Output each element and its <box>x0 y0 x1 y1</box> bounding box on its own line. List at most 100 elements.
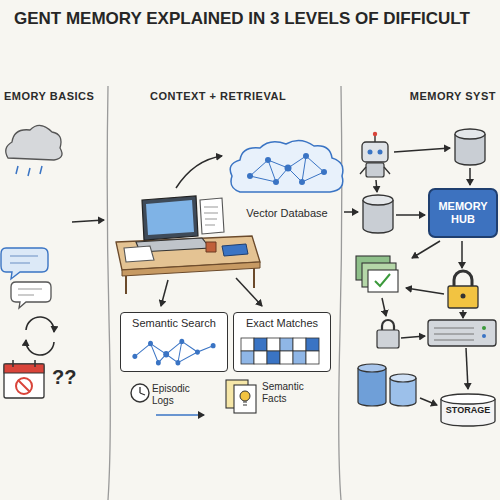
fact-cards <box>226 380 256 413</box>
storage-cylinders <box>358 364 386 372</box>
laptop <box>136 196 210 252</box>
flow-arrow <box>72 220 104 222</box>
search-network <box>132 354 137 359</box>
cloud-outline <box>230 140 343 192</box>
calendar-icon <box>4 364 44 373</box>
exact-matches-box: Exact Matches <box>233 312 331 372</box>
clock-icon <box>131 384 149 402</box>
database-cylinder <box>455 129 485 139</box>
cloud-outline <box>247 153 327 185</box>
flow-arrow <box>382 298 386 316</box>
padlock-icon <box>382 320 394 330</box>
cloud-outline <box>250 156 324 182</box>
flow-arrow <box>461 241 463 268</box>
match-grid <box>241 338 254 351</box>
calendar-icon <box>4 364 44 398</box>
section-heading: EMORY BASICS <box>4 90 94 102</box>
section-heading: MEMORY SYST <box>410 90 496 102</box>
search-network <box>211 343 216 348</box>
forgetful-cloud <box>6 125 62 160</box>
cloud-outline <box>299 179 305 185</box>
laptop <box>142 196 198 240</box>
laptop <box>146 200 194 235</box>
speech-bubbles <box>11 282 51 308</box>
padlock-icon <box>448 286 478 308</box>
padlock-icon <box>377 330 399 348</box>
desk-papers <box>124 246 154 262</box>
desk-papers <box>124 198 248 262</box>
cloud-outline <box>285 165 292 172</box>
match-grid <box>240 337 324 365</box>
episodic-logs-label: Episodic Logs <box>152 383 208 407</box>
fact-cards <box>234 385 256 413</box>
search-network <box>135 341 213 362</box>
record-cards <box>368 270 398 292</box>
storage-cylinders <box>358 364 416 406</box>
match-grid <box>267 351 280 364</box>
fact-cards <box>240 391 250 401</box>
forgetful-cloud <box>16 166 42 176</box>
log-arrow <box>156 414 204 416</box>
flow-arrow <box>401 336 425 338</box>
flow-arrow <box>396 214 425 216</box>
flow-arrow <box>462 310 464 318</box>
calendar-icon <box>13 360 35 367</box>
node-text: Vector Database <box>243 207 330 219</box>
calendar-icon <box>18 380 30 392</box>
cycle-arrows <box>26 340 54 355</box>
robot-icon <box>360 132 390 177</box>
robot-icon <box>366 163 384 177</box>
cloud-outline <box>226 138 348 200</box>
flow-arrow <box>469 168 471 185</box>
padlock-icon <box>454 271 472 286</box>
search-network <box>135 341 213 362</box>
flow-arrow <box>176 156 222 188</box>
match-grid <box>254 338 267 351</box>
flow-arrow <box>412 241 440 258</box>
flow-arrow <box>420 398 437 405</box>
padlock-icon <box>461 294 466 299</box>
storage-cylinders <box>390 374 416 382</box>
desk <box>122 262 260 276</box>
database-cylinder <box>363 195 393 205</box>
desk-papers <box>206 242 216 252</box>
node-text: Semantic Search <box>132 317 216 329</box>
cloud-outline <box>247 173 253 179</box>
flow-arrow <box>394 148 450 152</box>
match-grid <box>241 338 319 364</box>
flow-arrow <box>236 278 262 306</box>
column-divider <box>339 86 342 500</box>
speech-bubbles <box>1 248 51 308</box>
fact-cards <box>243 402 247 405</box>
flow-arrow <box>344 211 358 213</box>
node-text: Exact Matches <box>246 317 318 329</box>
record-cards <box>356 256 398 292</box>
flow-arrow <box>72 220 104 222</box>
section-heading: CONTEXT + RETRIEVAL <box>150 90 286 102</box>
search-network <box>179 339 184 344</box>
calendar-icon <box>4 360 44 398</box>
node-text: STORAGE <box>446 405 490 416</box>
search-network <box>129 335 219 367</box>
server-box <box>428 320 496 346</box>
search-network <box>195 349 200 354</box>
match-grid <box>254 351 267 364</box>
server-box <box>428 320 496 346</box>
storage-cylinders <box>358 368 386 406</box>
flow-arrow <box>406 288 444 294</box>
cloud-outline <box>321 169 327 175</box>
record-cards <box>375 274 390 286</box>
server-box <box>482 326 486 330</box>
cloud-outline <box>303 153 309 159</box>
search-network <box>163 351 169 357</box>
search-network <box>132 339 215 366</box>
cloud-outline <box>265 157 271 163</box>
robot-icon <box>360 167 390 174</box>
robot-icon <box>373 132 377 136</box>
storage-cylinder-node: STORAGE <box>440 393 496 427</box>
speech-bubbles <box>1 248 48 279</box>
flow-arrow <box>161 280 168 306</box>
memory-hub-box: MEMORY HUB <box>428 188 498 238</box>
match-grid <box>280 338 293 351</box>
